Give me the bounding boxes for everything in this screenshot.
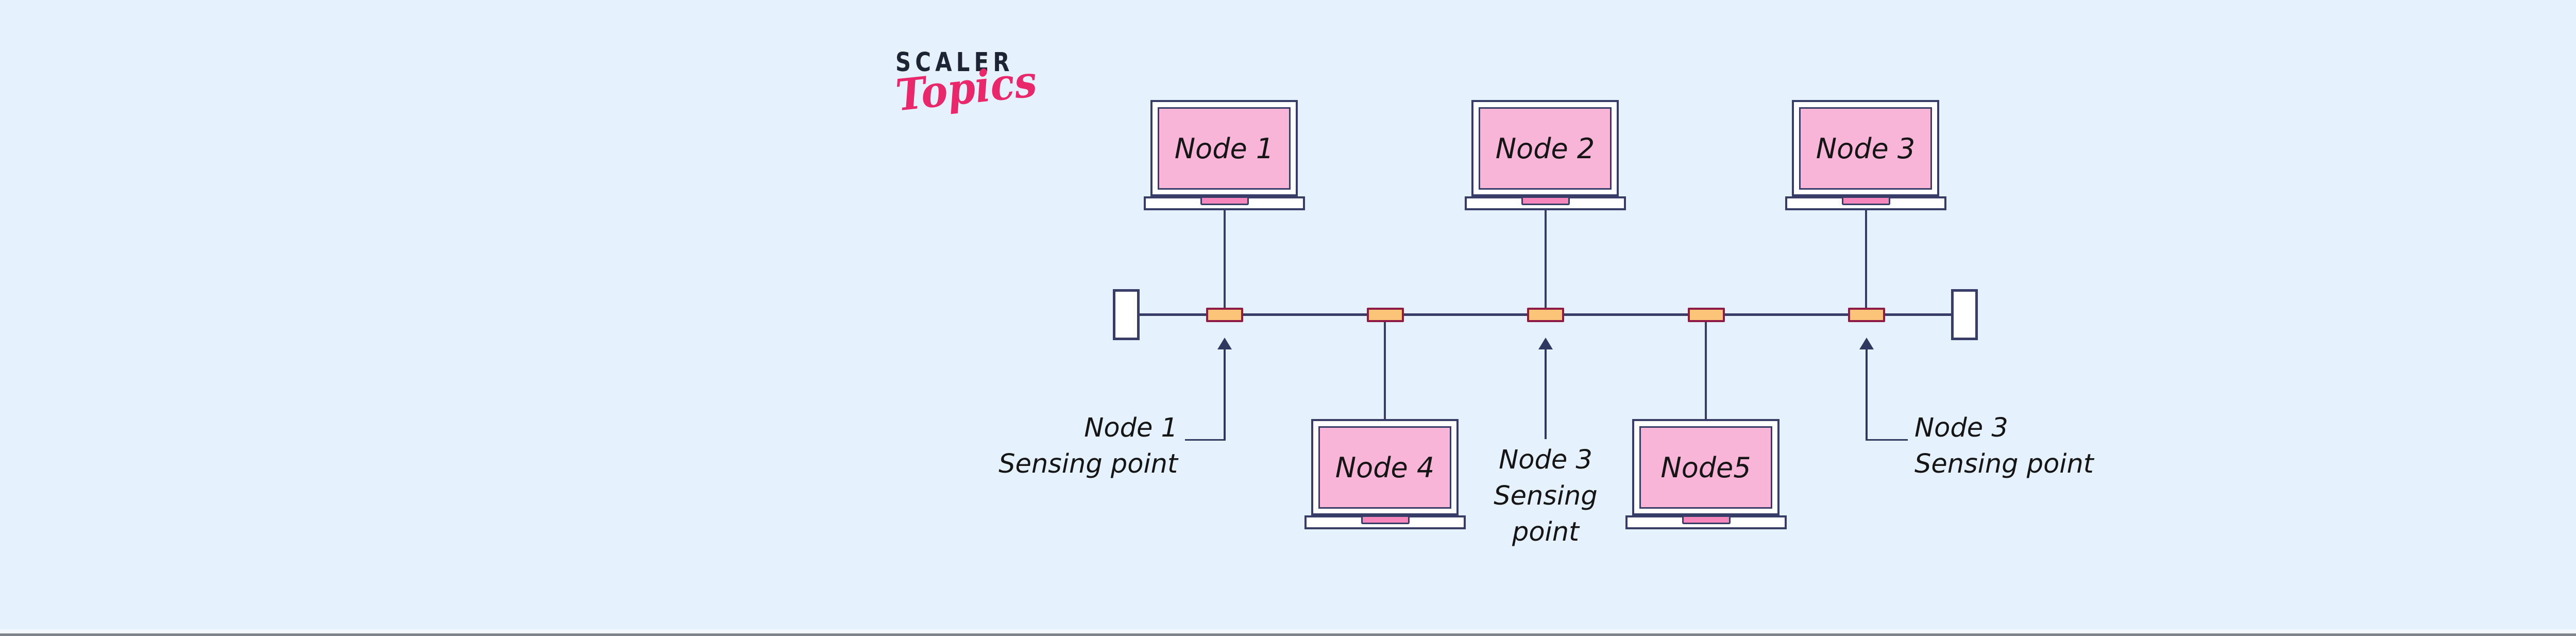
node-label: Node 1 bbox=[1174, 132, 1274, 165]
sensing-label-line: Node 3 bbox=[1499, 445, 1592, 475]
bus-tap-5 bbox=[1848, 308, 1885, 322]
cable-node-5 bbox=[1705, 322, 1707, 419]
sensing-label-right: Node 3 Sensing point bbox=[1914, 410, 2131, 482]
base-button bbox=[1682, 515, 1731, 524]
node-label: Node 2 bbox=[1495, 132, 1595, 165]
sensing-arrow-line-2 bbox=[1545, 348, 1547, 439]
sensing-label-line: point bbox=[1512, 517, 1580, 547]
cable-node-2 bbox=[1545, 210, 1547, 308]
base-button bbox=[1521, 196, 1570, 205]
node-label: Node5 bbox=[1660, 451, 1751, 484]
sensing-label-line: Sensing point bbox=[998, 449, 1178, 479]
bus-tap-3 bbox=[1527, 308, 1564, 322]
laptop-node-2: Node 2 bbox=[1465, 100, 1626, 220]
laptop-node-4: Node 4 bbox=[1304, 419, 1466, 539]
logo-brand-text: SCALER bbox=[895, 47, 1014, 78]
bus-tap-1 bbox=[1206, 308, 1243, 322]
footer-gray-bar bbox=[0, 633, 2576, 636]
laptop-screen: Node 3 bbox=[1799, 107, 1932, 190]
sensing-label-line: Node 3 bbox=[1914, 413, 2008, 443]
footer-light-strip bbox=[0, 629, 2576, 633]
bus-terminator-right bbox=[1951, 289, 1978, 340]
laptop-screen: Node 2 bbox=[1479, 107, 1612, 190]
sensing-arrow-up-icon-3 bbox=[1859, 338, 1874, 349]
sensing-elbow-right bbox=[1868, 439, 1908, 441]
bus-terminator-left bbox=[1113, 289, 1140, 340]
bus-tap-2 bbox=[1367, 308, 1404, 322]
sensing-arrow-line-1 bbox=[1224, 348, 1226, 441]
laptop-node-5: Node5 bbox=[1625, 419, 1787, 539]
sensing-label-line: Sensing point bbox=[1914, 449, 2094, 479]
laptop-node-1: Node 1 bbox=[1144, 100, 1305, 220]
sensing-label-line: Node 1 bbox=[1084, 413, 1178, 443]
sensing-label-line: Sensing bbox=[1494, 481, 1598, 511]
laptop-screen: Node 4 bbox=[1318, 426, 1451, 509]
base-button bbox=[1842, 196, 1890, 205]
bus-tap-4 bbox=[1688, 308, 1725, 322]
laptop-screen: Node 1 bbox=[1158, 107, 1291, 190]
base-button bbox=[1361, 515, 1410, 524]
base-button bbox=[1200, 196, 1249, 205]
cable-node-3 bbox=[1865, 210, 1867, 308]
laptop-screen: Node5 bbox=[1639, 426, 1772, 509]
sensing-arrow-line-3 bbox=[1866, 348, 1868, 441]
sensing-label-middle: Node 3 Sensing point bbox=[1468, 442, 1623, 550]
sensing-label-left: Node 1 Sensing point bbox=[972, 410, 1178, 482]
node-label: Node 3 bbox=[1816, 132, 1916, 165]
sensing-arrow-up-icon-2 bbox=[1538, 338, 1553, 349]
cable-node-4 bbox=[1384, 322, 1386, 419]
scaler-topics-logo: SCALER Topics bbox=[893, 47, 1040, 121]
node-label: Node 4 bbox=[1335, 451, 1435, 484]
cable-node-1 bbox=[1224, 210, 1226, 308]
sensing-arrow-up-icon-1 bbox=[1217, 338, 1232, 349]
laptop-node-3: Node 3 bbox=[1785, 100, 1946, 220]
sensing-elbow-left bbox=[1185, 439, 1226, 441]
